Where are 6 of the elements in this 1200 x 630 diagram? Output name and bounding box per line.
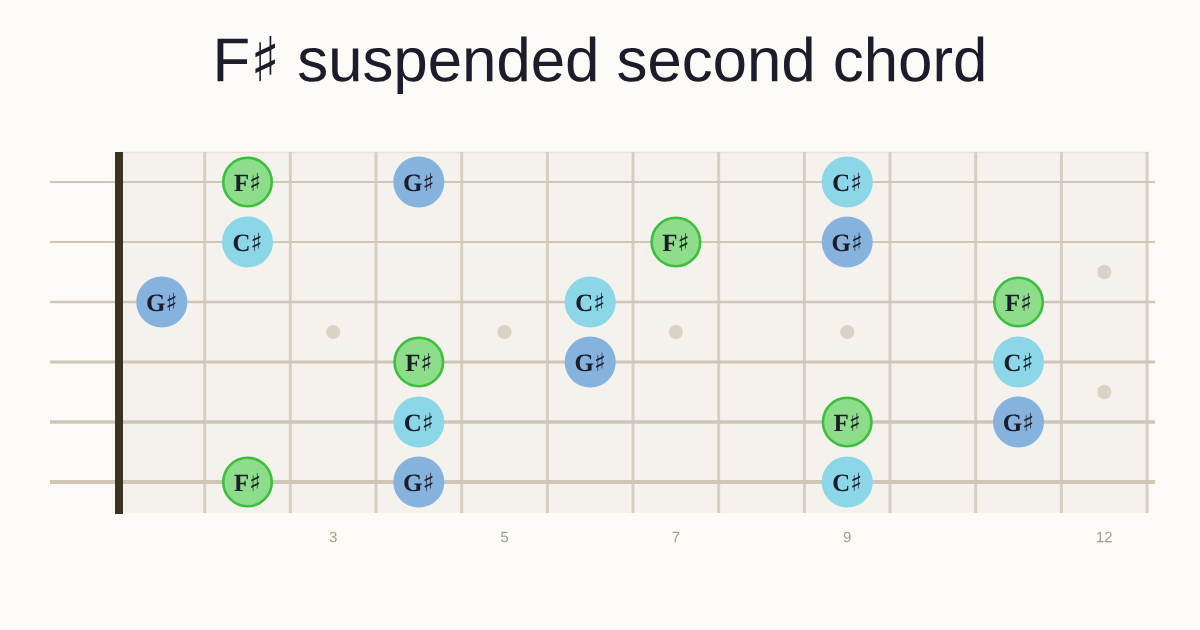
title: F♯ suspended second chord bbox=[217, 36, 984, 94]
fret-number: 9 bbox=[843, 531, 851, 543]
fret-number: 7 bbox=[672, 531, 680, 543]
fret-number: 5 bbox=[500, 531, 509, 543]
fret-number: 3 bbox=[329, 531, 337, 543]
fret-number: 12 bbox=[1097, 531, 1112, 543]
